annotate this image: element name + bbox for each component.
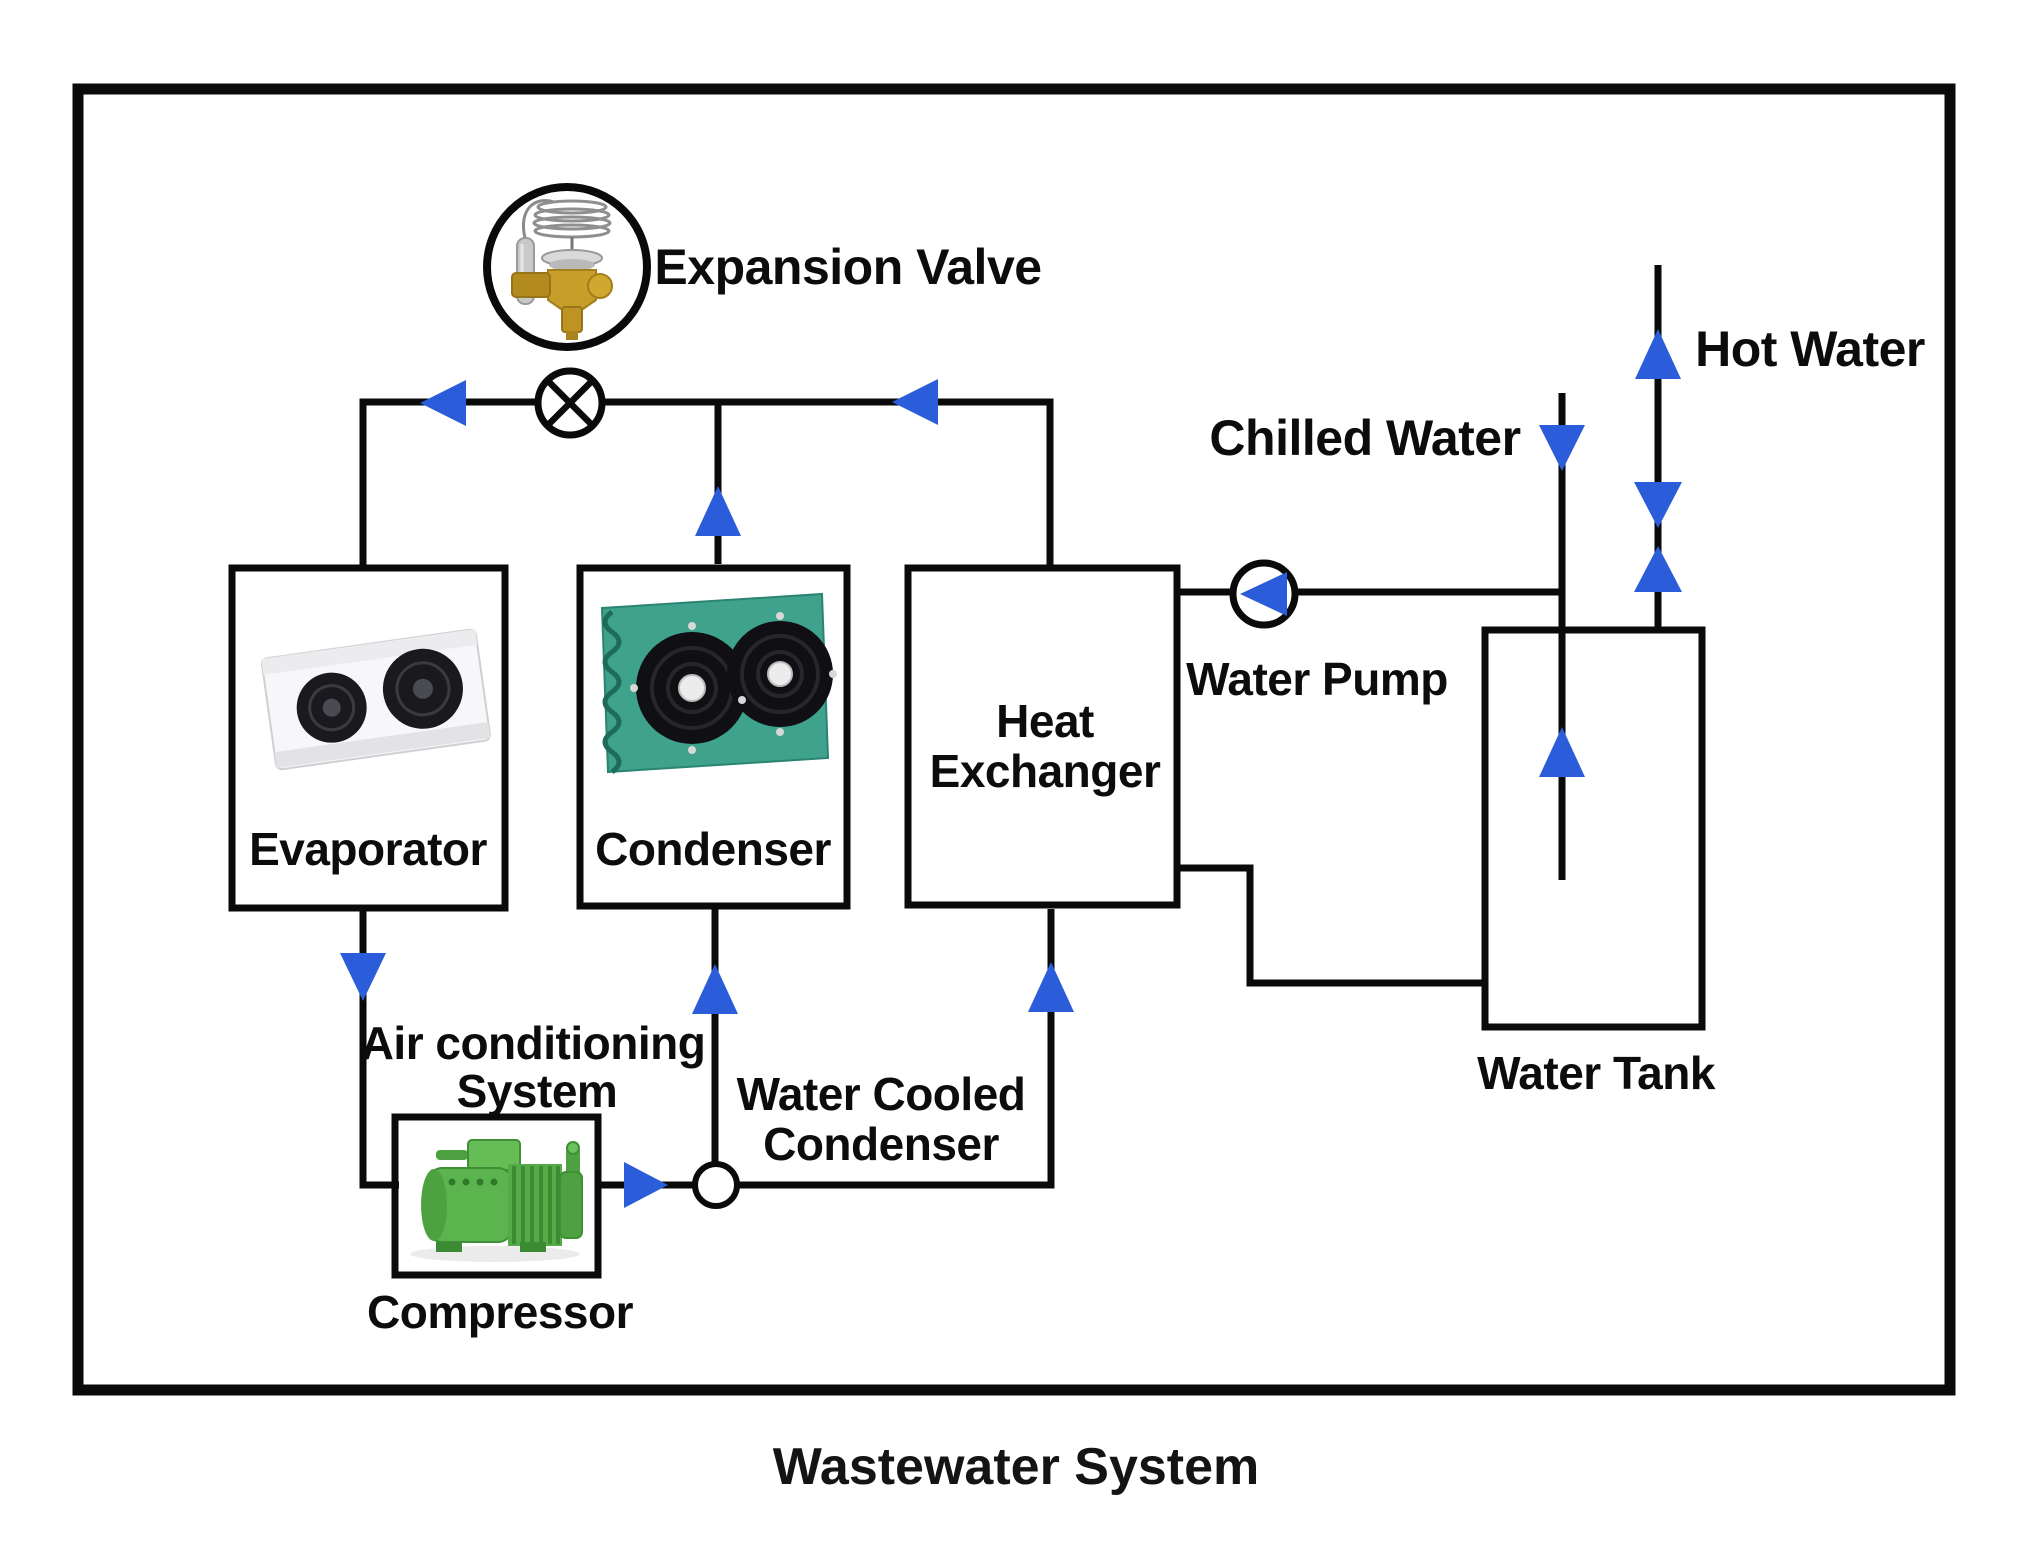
flow-arrow-right-compressor-out bbox=[624, 1162, 668, 1208]
chilled-water-label: Chilled Water bbox=[1209, 410, 1521, 466]
hourglass-valve-icon-upper bbox=[1634, 482, 1682, 528]
outer-border bbox=[72, 83, 1956, 1396]
flow-arrow-up-hot-water bbox=[1635, 329, 1681, 379]
water-cooled-condenser-label-line1: Water Cooled bbox=[736, 1068, 1026, 1120]
heat-exchanger-label-line1: Heat bbox=[996, 695, 1094, 747]
heat-exchanger-label-line2: Exchanger bbox=[929, 745, 1161, 797]
compressor-label: Compressor bbox=[367, 1286, 633, 1338]
compressor-unit-icon bbox=[410, 1139, 583, 1262]
evaporator-label: Evaporator bbox=[249, 823, 487, 875]
pipe-heat-exchanger-to-tank bbox=[1177, 864, 1483, 987]
flow-arrow-left-to-evaporator bbox=[420, 380, 466, 426]
shutoff-valve-icon bbox=[534, 367, 606, 439]
water-pump-label: Water Pump bbox=[1186, 653, 1448, 705]
water-pump-icon bbox=[1229, 559, 1299, 629]
hourglass-valve-icon-lower bbox=[1634, 546, 1682, 592]
hot-water-label: Hot Water bbox=[1695, 321, 1925, 377]
water-cooled-condenser-label-line2: Condenser bbox=[763, 1118, 999, 1170]
flow-arrow-left-from-heat-exchanger bbox=[892, 379, 938, 425]
flow-arrow-down-evaporator bbox=[340, 953, 386, 1001]
heat-exchanger-box bbox=[904, 564, 1181, 909]
junction-icon bbox=[692, 1161, 740, 1209]
evaporator-unit-icon bbox=[260, 628, 491, 771]
air-conditioning-label-line2: System bbox=[456, 1065, 618, 1117]
expansion-valve-label: Expansion Valve bbox=[654, 239, 1042, 295]
air-conditioning-label-line1: Air conditioning bbox=[360, 1017, 706, 1069]
water-tank-label: Water Tank bbox=[1477, 1047, 1715, 1099]
flow-arrow-up-to-condenser bbox=[692, 964, 738, 1014]
flow-arrow-up-condenser-riser bbox=[695, 486, 741, 536]
condenser-label: Condenser bbox=[595, 823, 831, 875]
flow-arrow-up-tank-inner bbox=[1539, 727, 1585, 777]
flow-arrow-up-to-heat-exchanger bbox=[1028, 962, 1074, 1012]
pipe-expansion-line bbox=[359, 398, 1054, 568]
page-title: Wastewater System bbox=[772, 1438, 1260, 1496]
flow-arrow-down-chilled-water bbox=[1539, 425, 1585, 471]
expansion-valve-icon bbox=[483, 183, 651, 351]
water-tank-box bbox=[1481, 626, 1706, 1031]
condenser-unit-icon bbox=[600, 592, 837, 775]
